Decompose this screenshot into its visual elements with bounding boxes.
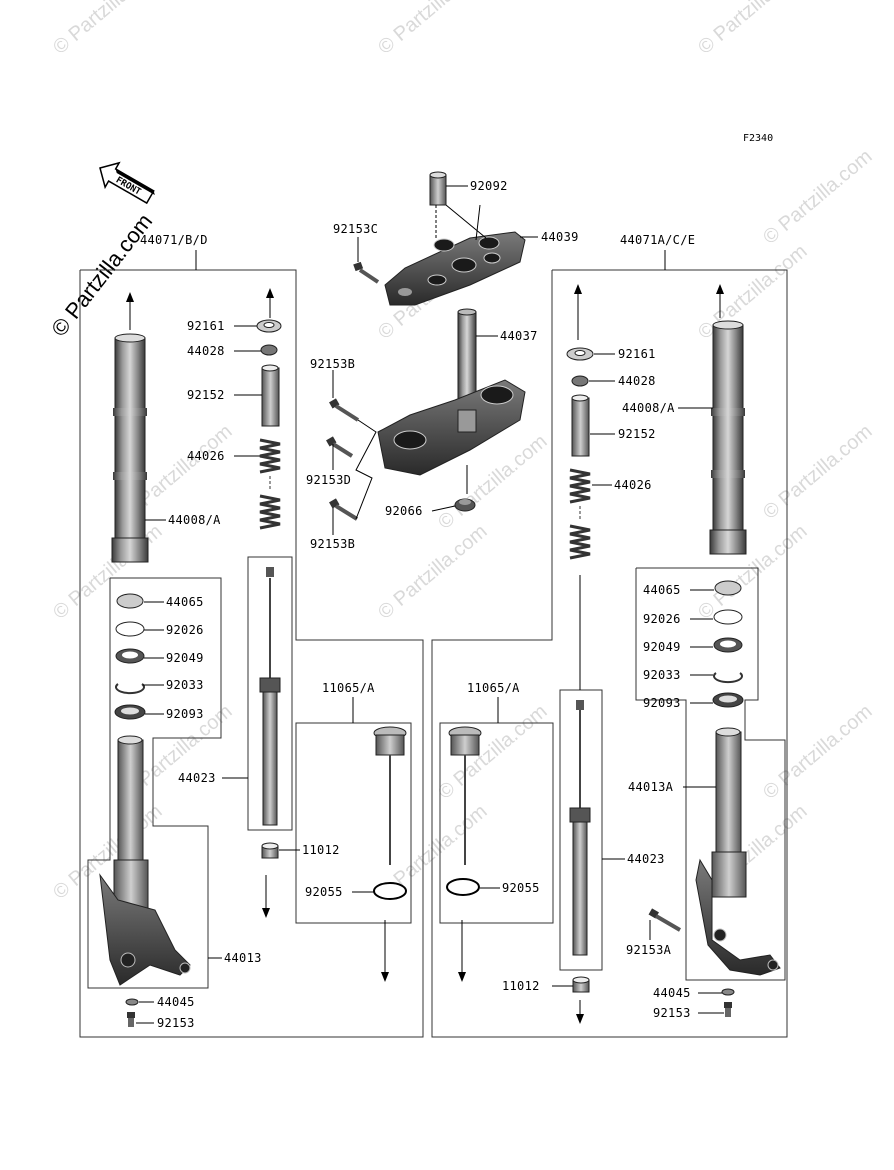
- right-seals: [712, 580, 744, 708]
- label-stem-bolt-b-bottom: 92153B: [310, 537, 355, 551]
- label-l-seal-cap: 92161: [187, 319, 225, 333]
- figure-code: F2340: [743, 133, 773, 144]
- watermark: © Partzilla.com: [374, 520, 491, 623]
- callout-labels: 44071/B/D 44071A/C/E 92092 44039 92153C …: [140, 179, 695, 1030]
- label-l-bottom-case: 44013: [224, 951, 262, 965]
- label-stem: 44037: [500, 329, 538, 343]
- label-l-guide: 44065: [166, 595, 204, 609]
- right-valve: [446, 726, 482, 982]
- front-arrow-icon: FRONT: [99, 161, 155, 205]
- watermark: © Partzilla.com: [759, 700, 876, 803]
- label-l-cylinder: 44023: [178, 771, 216, 785]
- left-collar: [261, 842, 279, 918]
- watermark: © Partzilla.com: [49, 0, 166, 59]
- outer-tube-left: [111, 292, 149, 563]
- sleeve-92092: [429, 171, 447, 206]
- left-cylinder: [259, 567, 281, 826]
- bolt-92153D: [326, 436, 354, 458]
- label-r-cap-nut: 44028: [618, 374, 656, 388]
- frames: [79, 250, 788, 1038]
- bolt-92153B-bottom: [329, 498, 359, 521]
- left-cap-group: [256, 288, 282, 427]
- label-r-valve: 11065/A: [467, 681, 520, 695]
- label-stem-bolt-d: 92153D: [306, 473, 351, 487]
- bolt-92153B-top: [329, 398, 360, 422]
- label-l-gasket: 44045: [157, 995, 195, 1009]
- stem-44037: [377, 308, 526, 476]
- label-r-spacer: 92152: [618, 427, 656, 441]
- upper-bracket-44039: [384, 231, 526, 306]
- label-l-spacer: 92152: [187, 388, 225, 402]
- steering-stem-group: [326, 171, 526, 521]
- leader-lines: [136, 185, 724, 1024]
- left-valve: [373, 726, 407, 982]
- label-l-spring: 44026: [187, 449, 225, 463]
- watermark: © Partzilla.com: [759, 420, 876, 523]
- bolt-92153C: [353, 261, 380, 284]
- watermark: © Partzilla.com: [759, 145, 876, 248]
- left-bottom-case: [99, 735, 191, 986]
- brand-watermark: © Partzilla.com: [46, 209, 157, 341]
- left-bottom-bolt: [127, 1012, 135, 1027]
- label-l-bottom-bolt: 92153: [157, 1016, 195, 1030]
- nut-92066: [454, 498, 476, 512]
- label-l-washer: 92026: [166, 623, 204, 637]
- label-l-dust-seal: 92093: [166, 707, 204, 721]
- label-r-dust-seal: 92093: [643, 696, 681, 710]
- label-r-oring: 92055: [502, 881, 540, 895]
- label-l-oil-seal: 92049: [166, 651, 204, 665]
- watermark: © Partzilla.com: [49, 520, 166, 623]
- label-r-bottom-bolt: 92153: [653, 1006, 691, 1020]
- label-r-outer-tube: 44008/A: [622, 401, 675, 415]
- label-right-assembly: 44071A/C/E: [620, 233, 695, 247]
- label-l-circlip: 92033: [166, 678, 204, 692]
- label-r-guide: 44065: [643, 583, 681, 597]
- label-upper-bracket: 44039: [541, 230, 579, 244]
- left-fork-group: [99, 288, 407, 1027]
- label-l-outer-tube: 44008/A: [168, 513, 221, 527]
- right-fork-group: [446, 284, 781, 1024]
- label-r-bottom-case: 44013A: [628, 780, 674, 794]
- label-upper-bolt: 92153C: [333, 222, 378, 236]
- right-bottom-bolt: [724, 1002, 732, 1017]
- right-caliper-bolt: [648, 908, 682, 932]
- right-cylinder: [569, 700, 591, 956]
- watermark: © Partzilla.com: [694, 240, 811, 343]
- right-collar: [572, 976, 590, 1024]
- right-gasket: [721, 988, 735, 996]
- label-top-sleeve: 92092: [470, 179, 508, 193]
- label-r-collar: 11012: [502, 979, 540, 993]
- left-gasket: [125, 998, 139, 1006]
- watermark: © Partzilla.com: [694, 0, 811, 59]
- right-bottom-case: [695, 727, 781, 976]
- right-cap-group: [566, 284, 594, 457]
- right-outer-tube: [709, 284, 747, 555]
- label-left-assembly: 44071/B/D: [140, 233, 208, 247]
- left-seals: [114, 593, 146, 720]
- label-r-gasket: 44045: [653, 986, 691, 1000]
- label-r-washer: 92026: [643, 612, 681, 626]
- right-spring: [569, 468, 591, 690]
- label-r-circlip: 92033: [643, 668, 681, 682]
- label-stem-nut: 92066: [385, 504, 423, 518]
- label-r-cylinder: 44023: [627, 852, 665, 866]
- label-l-collar: 11012: [302, 843, 340, 857]
- watermark: © Partzilla.com: [374, 0, 491, 59]
- label-r-caliper-bolt: 92153A: [626, 943, 672, 957]
- label-r-spring: 44026: [614, 478, 652, 492]
- left-spring: [259, 438, 281, 530]
- label-r-seal-cap: 92161: [618, 347, 656, 361]
- label-l-valve: 11065/A: [322, 681, 375, 695]
- label-r-oil-seal: 92049: [643, 640, 681, 654]
- label-l-cap-nut: 44028: [187, 344, 225, 358]
- label-l-oring: 92055: [305, 885, 343, 899]
- label-stem-bolt-b-top: 92153B: [310, 357, 355, 371]
